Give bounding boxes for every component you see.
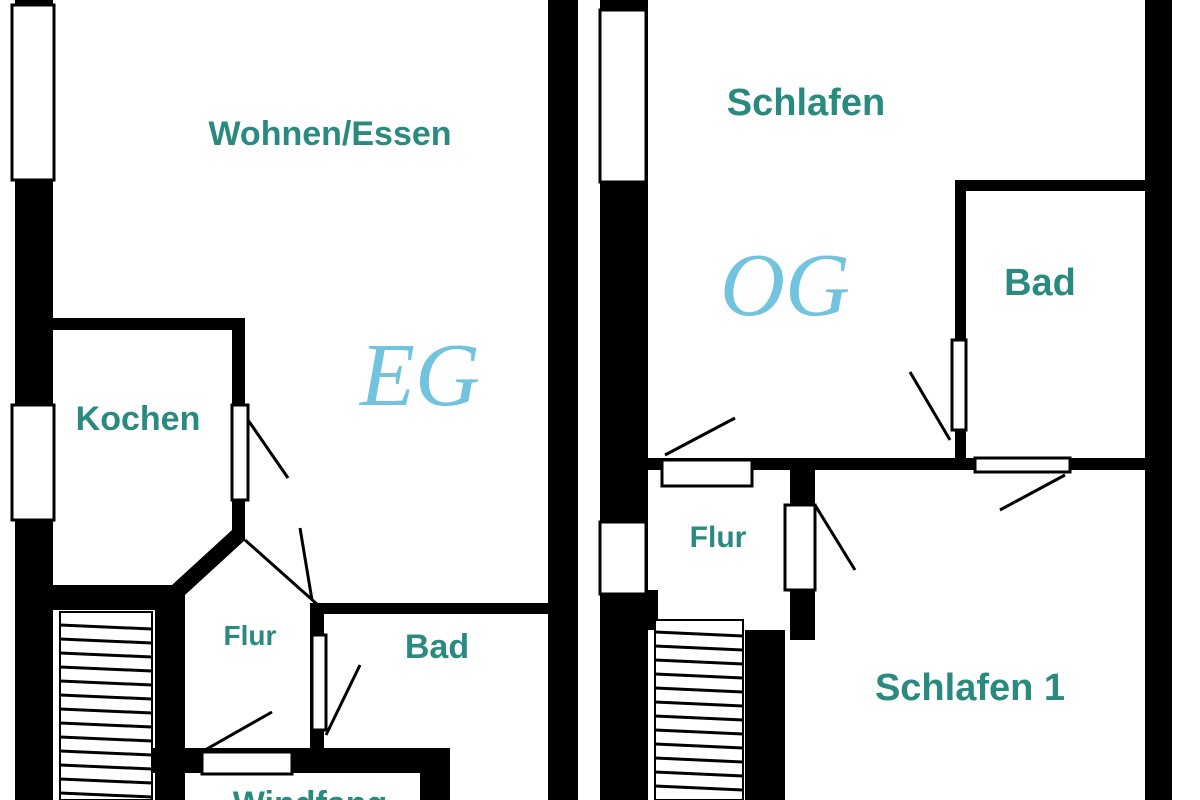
stair-tread [59, 623, 153, 631]
stair-tread [654, 700, 744, 708]
floor-label-eg: EG [358, 326, 480, 425]
stair-tread [59, 735, 153, 743]
stair-tread [654, 742, 744, 750]
room-label-bath-og: Bad [1004, 262, 1076, 304]
stair-tread [654, 784, 744, 792]
room-label-bedroom1: Schlafen 1 [875, 667, 1065, 709]
room-label-vestibule: Windfang [233, 785, 388, 800]
room-label-hall-eg: Flur [224, 620, 277, 651]
stair-tread [654, 672, 744, 680]
room-label-bedroom: Schlafen [727, 82, 885, 124]
room-label-kitchen: Kochen [76, 400, 201, 438]
room-label-living: Wohnen/Essen [208, 115, 451, 153]
stair-tread [59, 749, 153, 757]
stair-tread [59, 721, 153, 729]
stair-tread [59, 777, 153, 785]
stair-tread [654, 728, 744, 736]
stair-tread [59, 707, 153, 715]
ground-floor-windows [10, 3, 328, 776]
stair-tread [59, 791, 153, 799]
stair-tread [59, 665, 153, 673]
stair-tread [59, 651, 153, 659]
stair-tread [59, 693, 153, 701]
stair-tread [59, 763, 153, 771]
ground-floor-door-swings [204, 419, 362, 752]
stair-treads-og [654, 630, 744, 792]
room-label-bath-eg: Bad [405, 628, 469, 666]
upper-floor-windows [598, 8, 1072, 596]
stair-tread [59, 637, 153, 645]
stair-tread [654, 686, 744, 694]
stair-tread [59, 679, 153, 687]
floor-label-og: OG [720, 236, 850, 335]
stair-tread [654, 770, 744, 778]
stair-tread [654, 658, 744, 666]
stair-tread [654, 630, 744, 638]
ground-floor-walls [15, 0, 578, 800]
stair-tread [654, 644, 744, 652]
upper-floor-door-swings [664, 371, 1066, 571]
stair-treads-eg [59, 623, 153, 799]
stair-tread [654, 756, 744, 764]
room-label-hall-og: Flur [690, 521, 747, 554]
stair-tread [654, 714, 744, 722]
